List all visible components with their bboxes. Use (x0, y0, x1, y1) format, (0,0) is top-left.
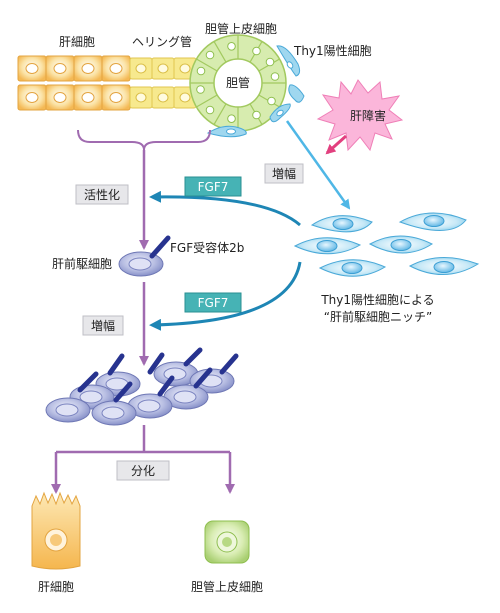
thy1-cell-label: Thy1陽性細胞 (293, 44, 372, 58)
bile-duct-label: 胆管 (226, 75, 250, 90)
proliferation-box-right (264, 163, 304, 184)
proliferation-label-left: 増幅 (91, 318, 115, 333)
hepatic-progenitor-label: 肝前駆細胞 (52, 256, 112, 271)
bile-duct-epithelium-label-top: 胆管上皮細胞 (205, 21, 277, 36)
thy1-expansion-arrow (285, 120, 351, 210)
fgf7-label-lower: FGF7 (198, 296, 229, 310)
activation-label: 活性化 (84, 188, 120, 202)
fgf7-box-upper (184, 176, 242, 197)
fgf7-box-lower (184, 292, 242, 313)
fgf7-arrow-lower (149, 261, 302, 331)
proliferation-label-right: 増幅 (272, 166, 296, 181)
origin-bracket (77, 129, 211, 151)
liver-injury-burst (316, 79, 404, 152)
hepatocyte-label-bottom: 肝細胞 (38, 580, 74, 594)
hepatocyte-row-lower (17, 84, 197, 111)
niche-label-line2: “肝前駆細胞ニッチ” (324, 309, 432, 324)
fgf-receptor (149, 235, 171, 259)
hepatocyte-row-upper (17, 55, 197, 82)
differentiation-box (116, 460, 170, 481)
niche-label-line1: Thy1陽性細胞による (320, 293, 434, 307)
thy1-niche-cells (293, 212, 480, 277)
mature-hepatocyte (31, 491, 81, 570)
mature-cholangiocyte (204, 520, 250, 564)
fgf7-arrow-upper (149, 190, 301, 227)
hering-canal-label: ヘリング管 (132, 34, 192, 49)
thy1-spindle-cells (206, 45, 305, 138)
hepatic-progenitor-cell (118, 235, 171, 277)
injury-arrow (325, 134, 348, 155)
hepatocyte-plates (17, 55, 197, 111)
bile-duct-epithelium-label-bottom: 胆管上皮細胞 (191, 579, 263, 594)
activation-box (75, 184, 129, 205)
liver-injury-label: 肝障害 (350, 108, 386, 123)
fgf-receptor-label: FGF受容体2b (170, 240, 244, 255)
hepatocyte-label-top: 肝細胞 (59, 35, 95, 49)
differentiation-label: 分化 (131, 464, 155, 478)
fgf7-label-upper: FGF7 (198, 180, 229, 194)
proliferation-box-left (82, 315, 124, 336)
progenitor-cluster (45, 347, 239, 426)
